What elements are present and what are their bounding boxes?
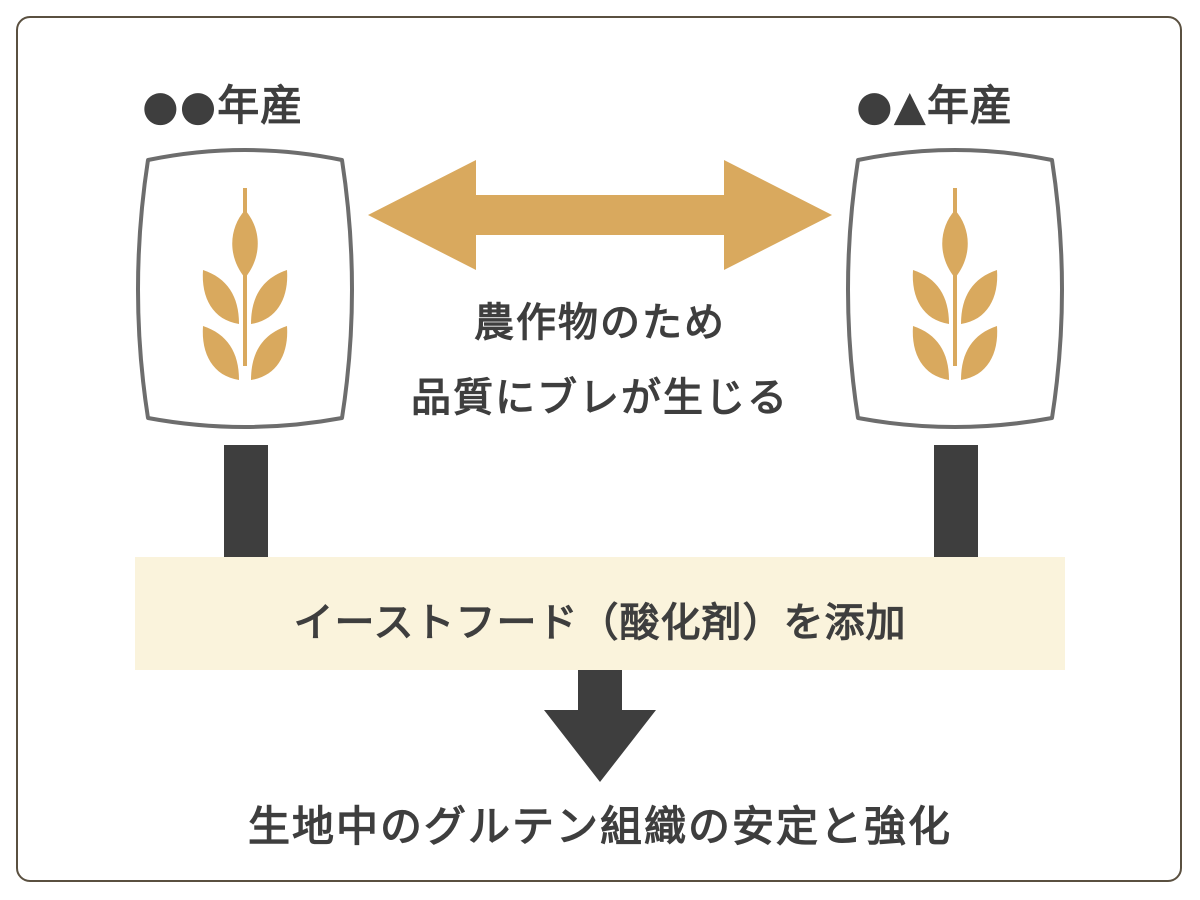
quality-note-line1: 農作物のため [474,300,726,346]
additive-band [135,557,1065,670]
grain-bag-right-icon [846,148,1064,429]
connector-left [224,445,268,559]
additive-label: イーストフード（酸化剤）を添加 [293,600,907,646]
year-label-left: ●●年産 [142,81,304,130]
double-arrow-icon [368,160,832,270]
quality-note-line2: 品質にブレが生じる [411,375,789,421]
connector-right [934,445,978,559]
year-label-right: ●▲年産 [856,81,1013,130]
grain-bag-left-icon [136,148,354,429]
result-label: 生地中のグルテン組織の安定と強化 [247,802,952,851]
down-arrow-icon [544,670,656,782]
